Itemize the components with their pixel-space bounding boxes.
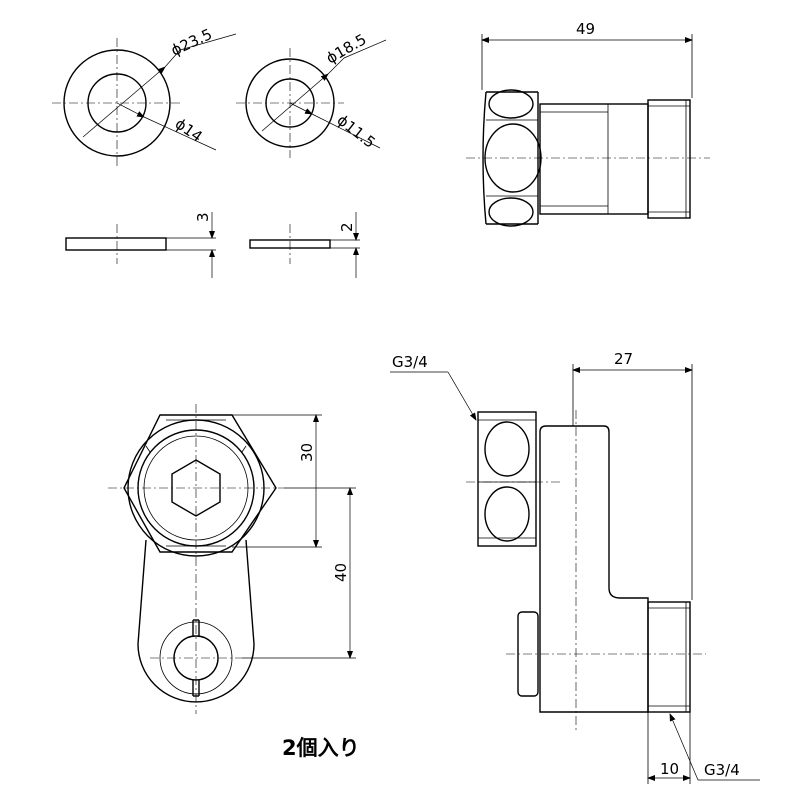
washer-small-side-view: 2 <box>249 212 360 278</box>
thread-length-dimension: 10 <box>660 760 679 778</box>
thread-spec-bottom: G3/4 <box>704 761 740 779</box>
overall-length-dimension: 49 <box>576 20 595 38</box>
washer-small-inner-diameter: ϕ11.5 <box>334 111 379 152</box>
center-distance-dimension: 40 <box>332 563 350 582</box>
washer-large-thickness: 3 <box>194 212 212 222</box>
washer-large-outer-diameter: ϕ23.5 <box>168 25 215 60</box>
washer-large-plan-view: ϕ23.5 ϕ14 <box>52 25 237 168</box>
depth-dimension: 27 <box>614 350 633 368</box>
washer-large-side-view: 3 <box>65 212 216 278</box>
washer-small-outer-diameter: ϕ18.5 <box>323 30 369 67</box>
washer-small-plan-view: ϕ18.5 ϕ11.5 <box>236 30 387 158</box>
thread-spec-top: G3/4 <box>392 353 428 371</box>
washer-large-inner-diameter: ϕ14 <box>172 115 206 146</box>
fitting-front-view: 30 40 <box>108 404 356 714</box>
washer-small-thickness: 2 <box>338 222 356 232</box>
quantity-caption: 2個入り <box>282 736 360 760</box>
hex-height-dimension: 30 <box>298 443 316 462</box>
fitting-top-view: 49 <box>466 20 710 227</box>
fitting-side-view: G3/4 27 10 G3/4 <box>390 350 760 784</box>
